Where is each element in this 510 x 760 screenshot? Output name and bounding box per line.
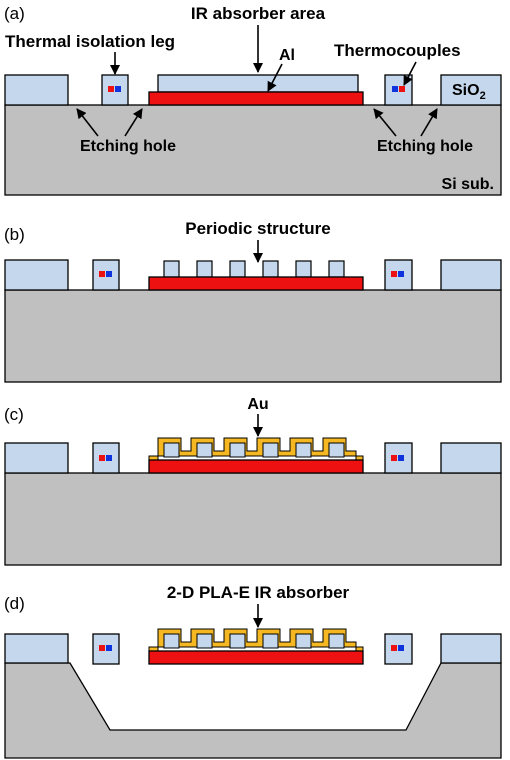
pillar: [262, 442, 279, 458]
sio2-block-left: [4, 259, 69, 291]
pillar: [295, 442, 312, 458]
ir-absorber-area-label: IR absorber area: [191, 4, 326, 23]
pillar: [262, 633, 279, 649]
coated-pillars: [163, 442, 345, 458]
thermocouple-red: [391, 455, 397, 461]
panel-d: (d) 2-D PLA-E IR absorber: [4, 583, 502, 759]
etching-hole-left-arrow-1: [76, 108, 99, 137]
sio2-label: SiO2: [452, 82, 486, 102]
pillar: [328, 260, 345, 278]
panel-a: (a) IR absorber area Thermal isolation l…: [4, 4, 502, 196]
thermocouples-arrow: [403, 61, 417, 86]
thermal-isolation-leg-label: Thermal isolation leg: [5, 32, 175, 51]
isolation-leg-right: [384, 74, 413, 106]
si-sub-label: Si sub.: [442, 176, 494, 193]
sio2-block-left: [4, 633, 69, 664]
sio2-block-left: [4, 442, 69, 474]
thermocouple-blue: [398, 271, 404, 277]
etching-hole-right-arrow-2: [420, 108, 438, 137]
thermocouples-label: Thermocouples: [334, 41, 461, 60]
pillar: [163, 442, 180, 458]
al-layer: [148, 459, 364, 474]
sio2-block-right: [440, 442, 502, 474]
al-layer: [148, 650, 364, 665]
pillar: [196, 442, 213, 458]
sio2-block-left: [4, 74, 69, 106]
absorber-label: 2-D PLA-E IR absorber: [167, 583, 350, 602]
isolation-leg-right: [384, 442, 413, 474]
thermocouple-blue: [398, 455, 404, 461]
thermocouple-red: [399, 86, 405, 92]
pillar: [229, 633, 246, 649]
si-substrate: [4, 104, 502, 196]
panel-c: (c) Au: [4, 396, 502, 566]
coated-pillars: [163, 633, 345, 649]
al-layer: [148, 91, 364, 106]
sio2-membrane: [157, 74, 359, 93]
thermocouple-red: [391, 271, 397, 277]
pillar: [295, 633, 312, 649]
sio2-block-right: [440, 259, 502, 291]
si-substrate: [4, 472, 502, 566]
panel-a-tag: (a): [4, 4, 25, 23]
pillar: [295, 260, 312, 278]
thermocouple-blue: [106, 455, 112, 461]
thermocouple-blue: [106, 271, 112, 277]
pillar: [229, 260, 246, 278]
thermocouple-red: [99, 271, 105, 277]
thermocouple-red: [391, 645, 397, 651]
panel-b: (b) Periodic structure: [4, 219, 502, 383]
thermocouple-red: [99, 645, 105, 651]
periodic-structure-label: Periodic structure: [185, 219, 331, 238]
pillar: [163, 260, 180, 278]
thermocouple-blue: [115, 86, 121, 92]
pillar: [328, 442, 345, 458]
periodic-pillars: [163, 260, 345, 278]
au-label: Au: [247, 396, 268, 413]
sio2-block-right: [440, 633, 502, 664]
panel-b-tag: (b): [4, 225, 25, 244]
etching-hole-left-arrow-2: [124, 108, 143, 137]
thermocouple-blue: [398, 645, 404, 651]
thermocouple-blue: [106, 645, 112, 651]
al-arrow: [267, 63, 283, 92]
etching-hole-left-label: Etching hole: [80, 138, 176, 155]
pillar: [262, 260, 279, 278]
panel-d-tag: (d): [4, 594, 25, 613]
isolation-leg-left: [92, 442, 120, 474]
pillar: [163, 633, 180, 649]
etching-hole-right-label: Etching hole: [377, 138, 473, 155]
pillar: [196, 633, 213, 649]
etched-si-substrate: [4, 662, 502, 759]
al-label: Al: [279, 47, 295, 64]
panel-c-tag: (c): [4, 405, 24, 424]
thermocouple-blue: [392, 86, 398, 92]
si-substrate: [4, 289, 502, 383]
thermocouple-red: [99, 455, 105, 461]
al-layer: [148, 276, 364, 291]
thermocouple-red: [108, 86, 114, 92]
pillar: [328, 633, 345, 649]
sio2-block-right: [440, 74, 502, 106]
etching-hole-right-arrow-1: [373, 108, 397, 137]
pillar: [229, 442, 246, 458]
pillar: [196, 260, 213, 278]
